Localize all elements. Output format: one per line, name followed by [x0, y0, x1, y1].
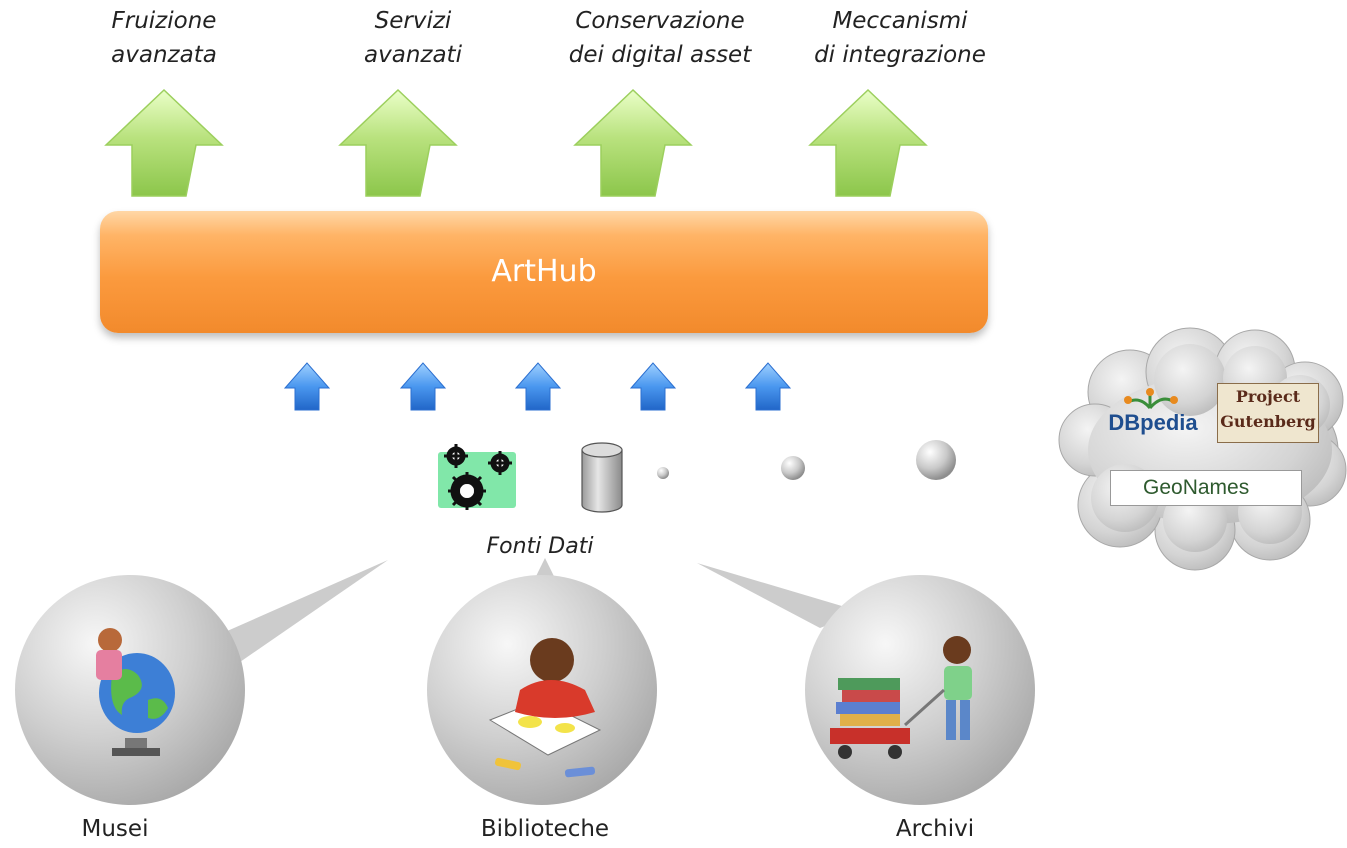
blue-up-arrow-3	[514, 362, 562, 411]
label-line: Fruizione	[111, 8, 217, 34]
bubble-biblioteche	[427, 558, 657, 805]
sphere-icon-small	[657, 467, 669, 479]
label-meccanismi-integrazione: Meccanismi di integrazione	[795, 4, 1005, 72]
green-up-arrow-1	[104, 88, 224, 197]
dbpedia-text: DBpedia	[1108, 410, 1198, 435]
label-line: avanzati	[364, 42, 462, 68]
blue-up-arrow-1	[283, 362, 331, 411]
geonames-text: GeoNames	[1143, 476, 1250, 499]
blue-up-arrow-4	[629, 362, 677, 411]
sphere-icon-large	[916, 440, 956, 480]
dbpedia-logo: DBpedia	[1108, 410, 1198, 436]
bubble-musei	[15, 560, 388, 805]
database-icon	[581, 442, 623, 513]
green-up-arrow-3	[573, 88, 693, 197]
label-line: avanzata	[111, 42, 217, 68]
bubble-archivi	[697, 563, 1035, 805]
child-drawing-icon	[488, 638, 602, 778]
blue-up-arrow-5	[744, 362, 792, 411]
label-biblioteche: Biblioteche	[480, 816, 610, 842]
blue-up-arrow-2	[399, 362, 447, 411]
gutenberg-line1: Project	[1235, 387, 1301, 406]
green-up-arrow-4	[808, 88, 928, 197]
cloud-icon	[1058, 327, 1347, 571]
sphere-icon-medium	[781, 456, 805, 480]
label-musei: Musei	[81, 816, 149, 842]
gutenberg-logo: Project Gutenberg	[1217, 383, 1319, 443]
label-fruizione-avanzata: Fruizione avanzata	[84, 4, 244, 72]
label-line: Servizi	[374, 8, 452, 34]
label-line: Meccanismi	[832, 8, 968, 34]
gutenberg-line2: Gutenberg	[1220, 412, 1316, 431]
label-line: Conservazione	[575, 8, 745, 34]
label-line: di integrazione	[814, 42, 986, 68]
gears-icon	[438, 444, 516, 510]
green-up-arrow-2	[338, 88, 458, 197]
child-books-wagon-icon	[830, 636, 972, 759]
dbpedia-logo-icon	[1124, 388, 1178, 410]
label-line: dei digital asset	[568, 42, 752, 68]
label-archivi: Archivi	[895, 816, 975, 842]
fonti-dati-label: Fonti Dati	[486, 534, 594, 559]
arthub-bar: ArtHub	[100, 211, 988, 333]
label-servizi-avanzati: Servizi avanzati	[333, 4, 493, 72]
child-globe-icon	[96, 628, 175, 756]
geonames-logo: GeoNames	[1110, 470, 1302, 506]
label-conservazione-digital-asset: Conservazione dei digital asset	[550, 4, 770, 72]
